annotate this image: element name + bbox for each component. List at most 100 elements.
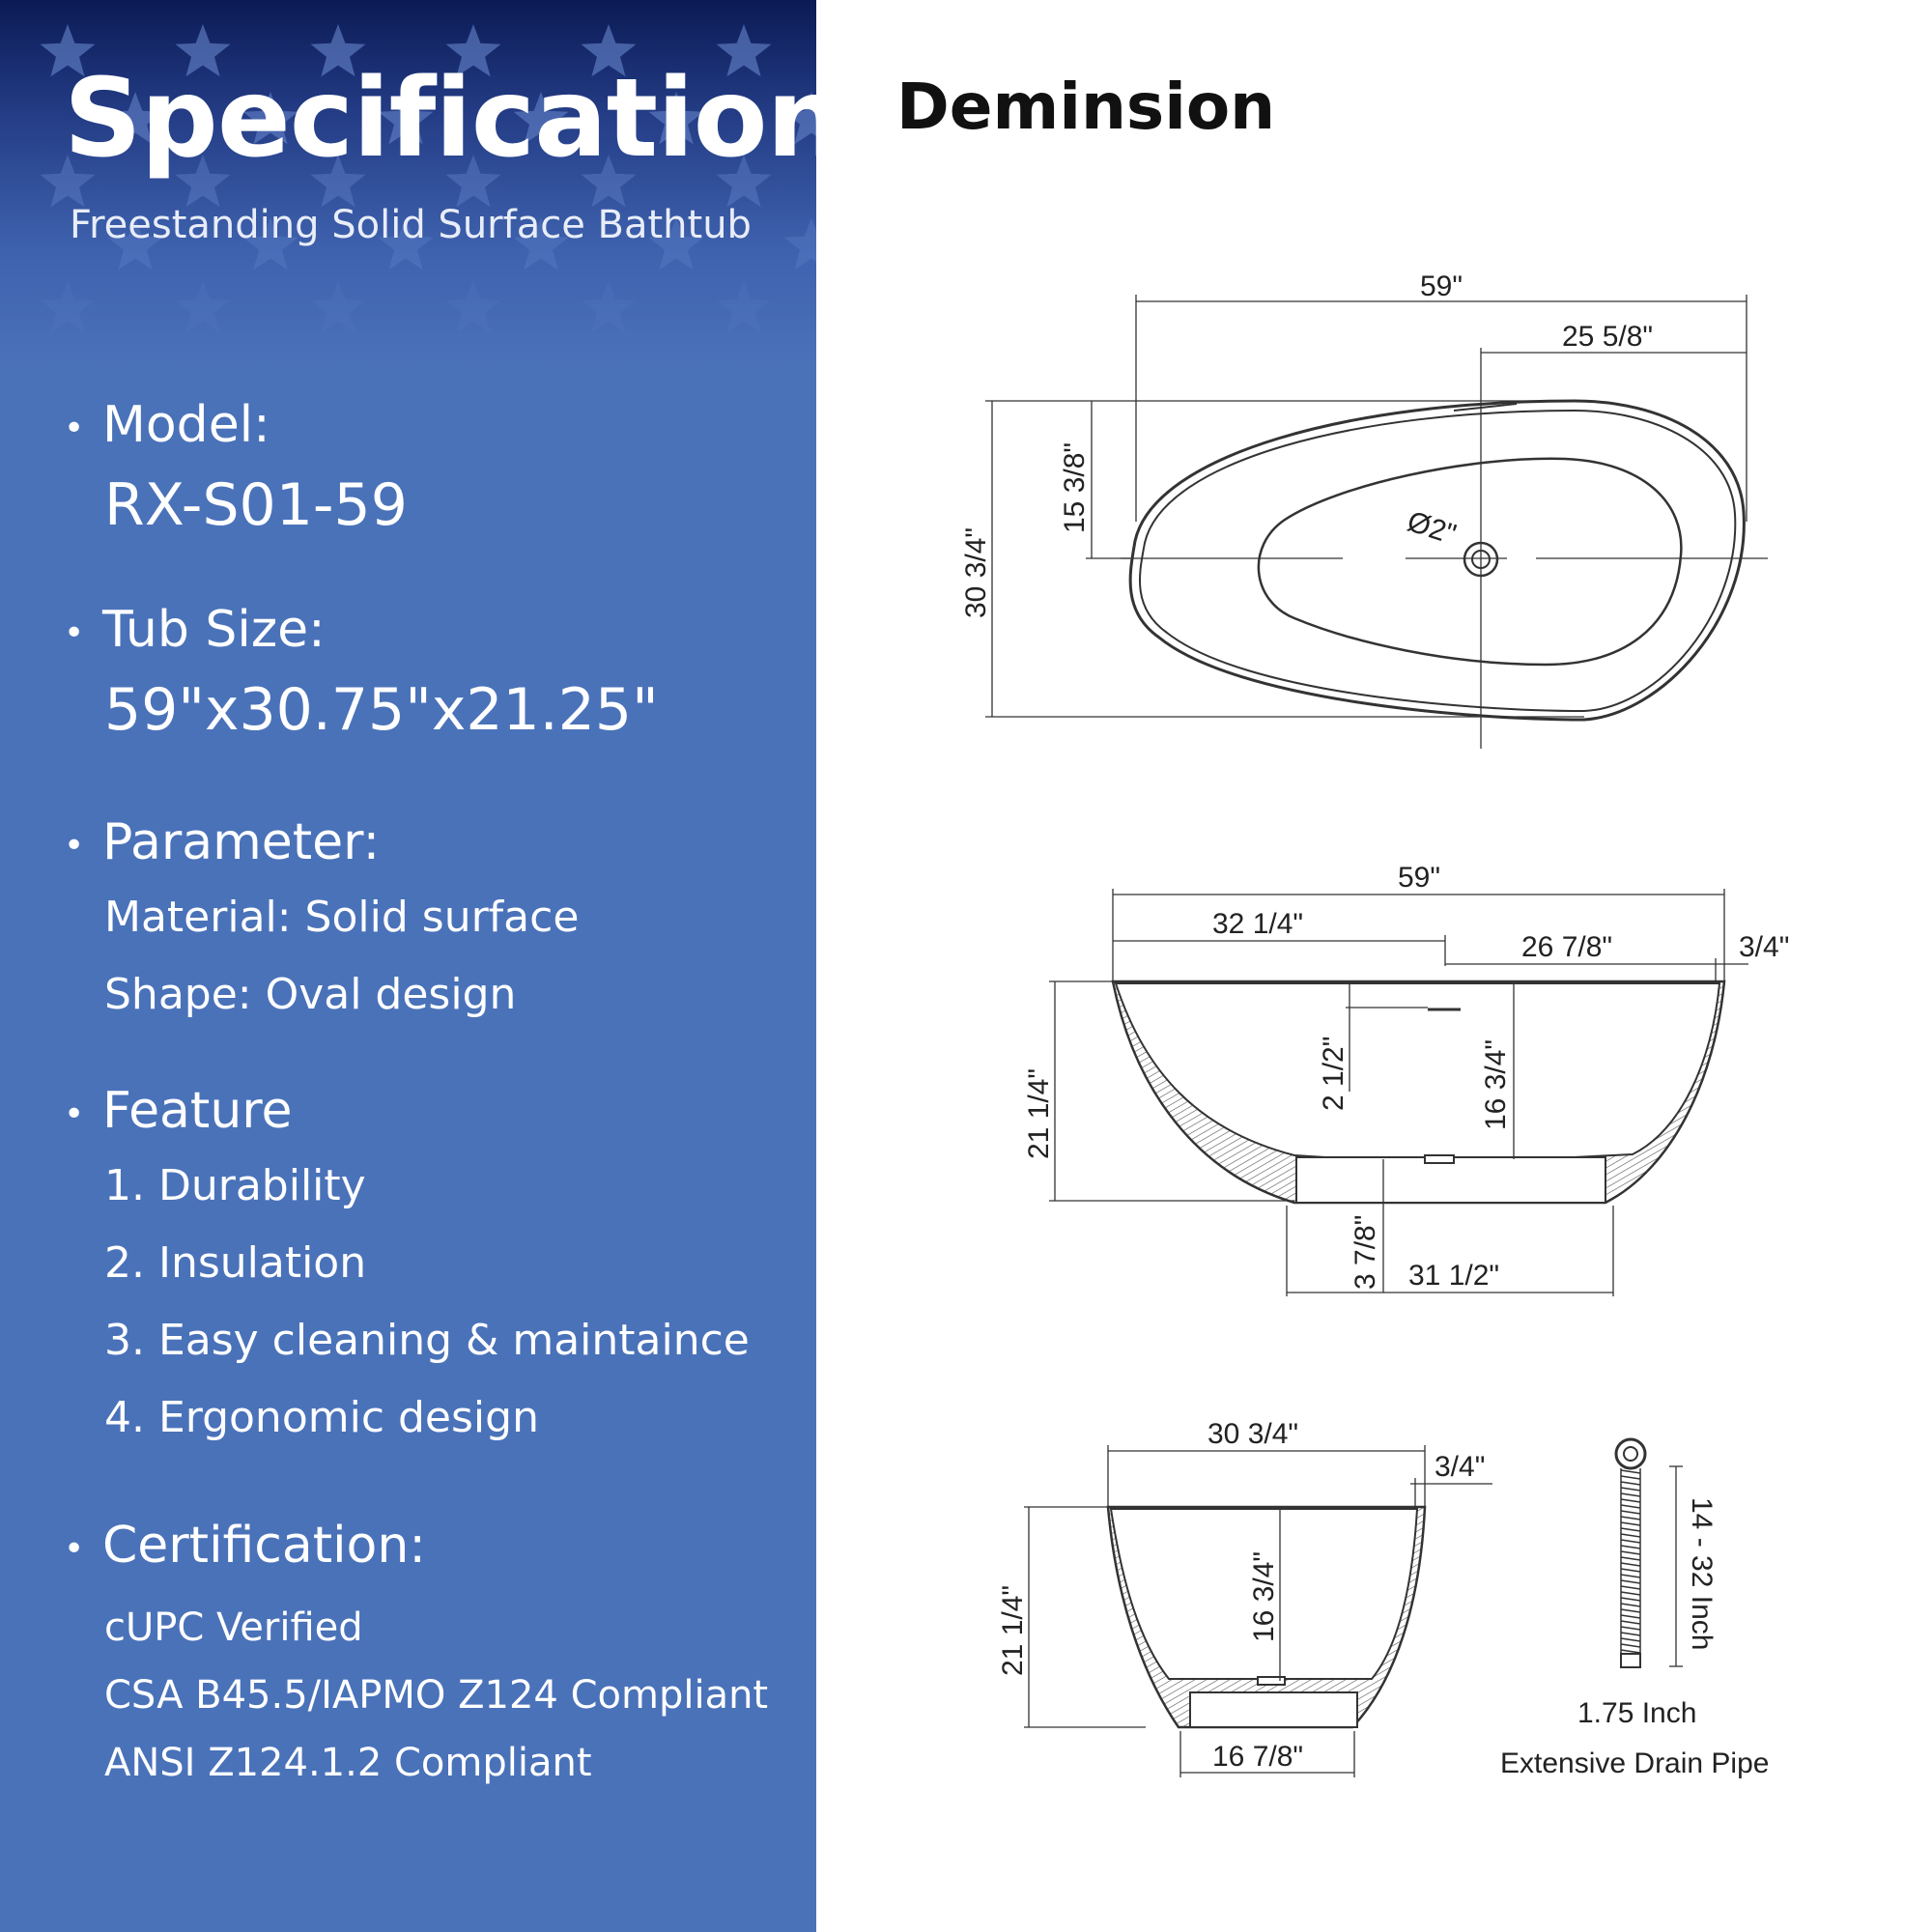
bullet-icon: • xyxy=(64,1528,85,1569)
pipe-coil xyxy=(1620,1550,1641,1555)
star-icon xyxy=(716,155,772,208)
page-title: Specification xyxy=(64,56,816,182)
dimension-title: Deminsion xyxy=(896,70,1276,144)
pipe-coil xyxy=(1620,1527,1641,1532)
star-icon xyxy=(175,280,231,333)
pipe-coil xyxy=(1620,1568,1641,1573)
dim-label: 3/4" xyxy=(1739,931,1789,963)
certification-item: ANSI Z124.1.2 Compliant xyxy=(104,1741,592,1785)
pipe-coil xyxy=(1620,1632,1641,1636)
dim-label: 59" xyxy=(1420,270,1463,302)
drain-pipe-ring-icon xyxy=(1614,1437,1647,1470)
bullet-icon: • xyxy=(64,408,85,448)
star-icon xyxy=(513,217,569,270)
pipe-coil xyxy=(1620,1643,1641,1648)
side-view xyxy=(1049,889,1748,1296)
star-icon xyxy=(445,155,501,208)
drain-icon xyxy=(1424,1154,1455,1164)
feature-item: 1. Durability xyxy=(104,1161,366,1210)
feature-item: 2. Insulation xyxy=(104,1238,367,1288)
pipe-coil xyxy=(1620,1510,1641,1515)
star-icon xyxy=(581,280,637,333)
star-icon xyxy=(716,280,772,333)
pipe-coil xyxy=(1620,1597,1641,1602)
star-icon xyxy=(242,217,298,270)
pipe-coil xyxy=(1620,1516,1641,1520)
star-icon xyxy=(378,92,434,145)
pipe-coil xyxy=(1620,1469,1641,1474)
dim-label: 25 5/8" xyxy=(1562,321,1653,353)
dim-label: 21 1/4" xyxy=(1023,1068,1055,1159)
dim-label: Ø2" xyxy=(1404,505,1460,551)
pipe-coil xyxy=(1620,1637,1641,1642)
pipe-coil xyxy=(1620,1614,1641,1619)
certification-label: Certification: xyxy=(102,1517,426,1575)
page-subtitle: Freestanding Solid Surface Bathtub xyxy=(70,203,752,247)
tub-end-cavity xyxy=(1109,1508,1419,1680)
pipe-coil xyxy=(1620,1562,1641,1567)
bullet-icon: • xyxy=(64,1094,85,1134)
drain-pipe-end xyxy=(1620,1653,1641,1668)
dim-label: 16 3/4" xyxy=(1480,1039,1512,1130)
star-icon xyxy=(783,217,816,270)
tub-size-label: Tub Size: xyxy=(102,601,326,659)
parameter-heading: •Parameter: xyxy=(64,813,380,871)
drain-icon xyxy=(1463,541,1499,578)
pipe-coil xyxy=(1620,1608,1641,1613)
tub-end-base xyxy=(1189,1691,1358,1728)
pipe-coil xyxy=(1620,1521,1641,1526)
dim-label: 26 7/8" xyxy=(1521,931,1612,963)
dim-label: 31 1/2" xyxy=(1408,1260,1499,1292)
drain-pipe-caption: Extensive Drain Pipe xyxy=(1500,1747,1769,1779)
top-view xyxy=(985,295,1768,749)
dim-label: 3/4" xyxy=(1435,1451,1485,1483)
end-view xyxy=(1024,1445,1492,1777)
pipe-coil xyxy=(1620,1498,1641,1503)
model-heading: •Model: xyxy=(64,396,270,454)
tub-outer-outline xyxy=(1128,399,1746,722)
model-value: RX-S01-59 xyxy=(104,471,408,539)
drain-icon xyxy=(1471,550,1491,569)
star-icon xyxy=(40,280,96,333)
drain-pipe-diameter: 1.75 Inch xyxy=(1577,1697,1696,1729)
pipe-coil xyxy=(1620,1504,1641,1509)
pipe-coil xyxy=(1620,1603,1641,1607)
feature-item: 3. Easy cleaning & maintaince xyxy=(104,1316,750,1365)
parameter-item: Material: Solid surface xyxy=(104,893,580,942)
pipe-coil xyxy=(1620,1492,1641,1497)
star-icon xyxy=(716,24,772,77)
bullet-icon: • xyxy=(64,612,85,653)
pipe-coil xyxy=(1620,1533,1641,1538)
star-icon xyxy=(513,92,569,145)
certification-item: cUPC Verified xyxy=(104,1605,363,1650)
pipe-coil xyxy=(1620,1620,1641,1625)
certification-heading: • Certification: xyxy=(64,1517,426,1575)
feature-heading: •Feature xyxy=(64,1082,293,1140)
star-icon xyxy=(445,280,501,333)
pipe-coil xyxy=(1620,1556,1641,1561)
star-icon xyxy=(40,155,96,208)
star-icon xyxy=(310,280,366,333)
tub-side-base xyxy=(1295,1156,1606,1204)
drain-pipe-coils xyxy=(1620,1468,1641,1654)
feature-item: 4. Ergonomic design xyxy=(104,1393,539,1442)
tub-inner-rim xyxy=(1139,409,1737,713)
pipe-coil xyxy=(1620,1475,1641,1480)
dim-label: 32 1/4" xyxy=(1212,908,1303,940)
pipe-coil xyxy=(1620,1481,1641,1486)
parameter-label: Parameter: xyxy=(102,813,381,871)
dim-label: 16 3/4" xyxy=(1248,1551,1280,1642)
dim-label: 30 3/4" xyxy=(960,527,992,618)
pipe-coil xyxy=(1620,1585,1641,1590)
star-icon xyxy=(581,155,637,208)
pipe-coil xyxy=(1620,1649,1641,1654)
certification-item: CSA B45.5/IAPMO Z124 Compliant xyxy=(104,1673,769,1718)
star-icon xyxy=(107,92,163,145)
dim-label: 59" xyxy=(1398,862,1440,894)
dim-label: 30 3/4" xyxy=(1208,1418,1298,1450)
drain-pipe-length: 14 - 32 Inch xyxy=(1686,1497,1718,1650)
dim-label: 3 7/8" xyxy=(1350,1215,1381,1290)
star-icon xyxy=(783,92,816,145)
star-icon xyxy=(107,217,163,270)
pipe-coil xyxy=(1620,1487,1641,1492)
